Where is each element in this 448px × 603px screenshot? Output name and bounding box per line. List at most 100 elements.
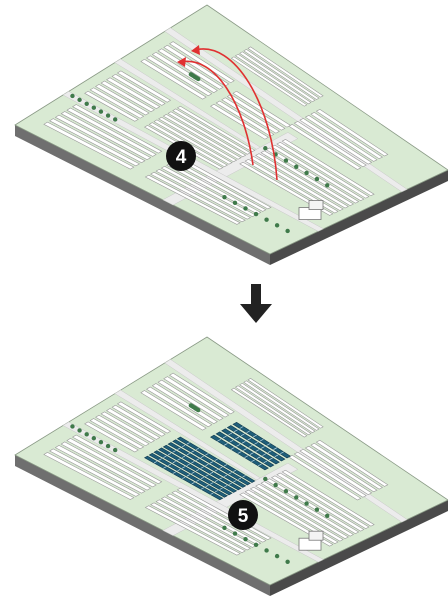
panel-divider [200, 487, 205, 490]
farm-building-annex [308, 530, 324, 541]
upper-middle-block [210, 421, 291, 471]
right-block [239, 139, 375, 216]
panel-divider [205, 484, 209, 488]
crop-row [265, 147, 360, 204]
crop-row [71, 434, 163, 485]
crop-row [247, 46, 324, 98]
panel-divider [223, 464, 228, 467]
tree-icon [91, 105, 97, 110]
crop-row [265, 478, 360, 534]
panel-divider [196, 479, 200, 482]
tree-icon [325, 513, 330, 519]
crop-row [140, 390, 207, 431]
crop-row [276, 141, 370, 199]
panel-divider [274, 454, 279, 458]
tree-icon [243, 206, 248, 211]
lower-center-block [143, 436, 256, 501]
panel-divider [186, 474, 190, 477]
tree-icon [304, 501, 309, 506]
panel-divider [267, 450, 272, 453]
panel-divider [219, 477, 223, 480]
panel-divider [219, 487, 223, 490]
crop-row [243, 49, 320, 100]
plate-front-face [15, 455, 270, 596]
crop-row [281, 469, 375, 527]
step-badge-circle [228, 500, 258, 530]
panel-divider [214, 458, 218, 461]
panel-divider [248, 445, 253, 448]
step-badge: 5 [228, 500, 258, 530]
panel-divider [191, 471, 195, 474]
crop-row [230, 56, 308, 107]
tree-line-2 [263, 146, 330, 188]
panel-divider [257, 463, 262, 467]
panel-divider [181, 455, 186, 458]
panel-divider [263, 460, 268, 464]
bottom-left-block [43, 104, 163, 170]
crop-row [146, 55, 213, 97]
step-badge-circle [166, 141, 196, 171]
crop-row [239, 51, 316, 103]
plate-side-face [270, 500, 448, 596]
tree-icon [314, 176, 320, 182]
crop-row [84, 421, 139, 453]
crop-row [299, 448, 373, 495]
crop-row [157, 379, 224, 421]
panel-divider [214, 479, 218, 482]
panel-divider [163, 455, 167, 458]
crop-row [260, 150, 355, 206]
crop-row [293, 121, 367, 168]
panel-divider [256, 456, 261, 459]
crop-row [71, 104, 163, 154]
crop-row [247, 378, 324, 429]
crop-row [162, 114, 242, 160]
tree-icon [243, 536, 248, 542]
crop-row [293, 451, 367, 498]
crop-row [281, 139, 375, 197]
crop-row [163, 376, 230, 418]
panel-divider [200, 455, 204, 459]
crop-row [146, 386, 213, 428]
crop-row [150, 171, 246, 223]
crop-row [210, 103, 269, 140]
crop-row [244, 489, 339, 544]
panel-divider [255, 449, 260, 452]
crop-row [153, 119, 233, 165]
tree-icon [294, 164, 299, 169]
panel-divider [172, 471, 176, 474]
panel-divider [230, 447, 235, 450]
crop-row [66, 107, 157, 157]
crop-row [106, 408, 161, 440]
crop-row [155, 499, 252, 551]
crop-row [43, 452, 135, 500]
tree-line-3 [70, 424, 118, 453]
tree-icon [91, 436, 97, 441]
crop-row [226, 94, 286, 131]
panel-divider [228, 482, 232, 485]
crop-row [49, 118, 141, 167]
panel-divider [181, 444, 186, 448]
top-right-block [288, 109, 389, 170]
arrow-shaft [251, 284, 261, 306]
crop-row [54, 114, 146, 164]
upper-left-block [140, 372, 235, 431]
panel-divider [244, 455, 249, 458]
panel-divider [191, 482, 195, 485]
tree-icon [325, 183, 330, 188]
crop-row [315, 439, 389, 487]
crop-row [167, 111, 247, 158]
crop-row [310, 442, 384, 490]
tree-icon [77, 97, 82, 103]
panel-divider [191, 461, 195, 464]
tree-line-4 [222, 525, 290, 564]
panel-divider [228, 472, 232, 475]
panel-divider [217, 438, 221, 442]
crop-row [310, 112, 384, 160]
panel-divider [242, 475, 246, 478]
tree-icon [232, 531, 238, 536]
tree-line-1 [188, 403, 201, 413]
tree-line-2 [263, 476, 330, 519]
mid-left-block [84, 401, 172, 453]
farm-building-annex [308, 200, 324, 210]
crop-row [234, 53, 312, 105]
